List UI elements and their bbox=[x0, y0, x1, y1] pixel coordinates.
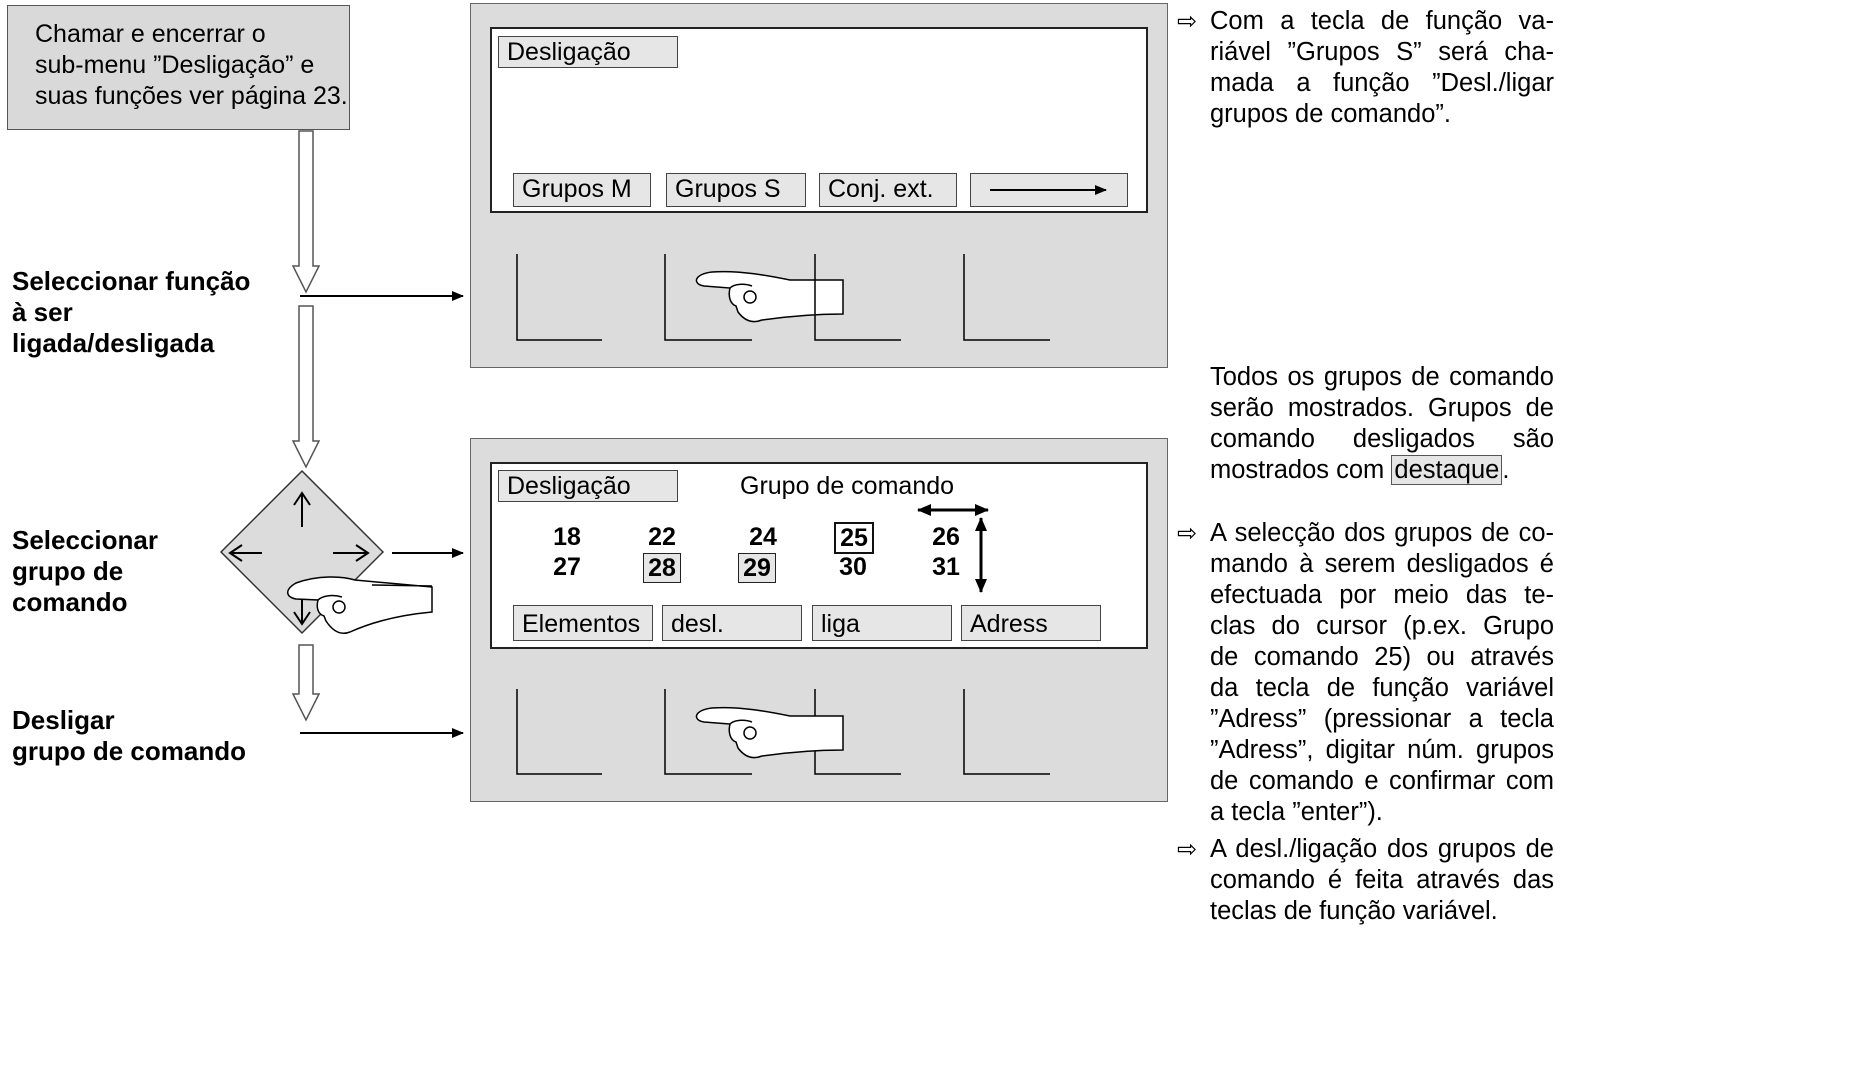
note2-suffix: . bbox=[1502, 456, 1510, 484]
note-all-groups: Todos os grupos de comando serão mostrad… bbox=[1210, 362, 1554, 486]
softkey-adress[interactable]: Adress bbox=[961, 605, 1101, 641]
note3-line-9: de comando e confirmar com bbox=[1210, 767, 1554, 795]
highlight-example: destaque bbox=[1391, 455, 1503, 485]
group-18[interactable]: 18 bbox=[553, 523, 581, 551]
note4-line-1: A desl./ligação dos grupos de bbox=[1210, 835, 1554, 863]
note2-line-4: mostrados com destaque. bbox=[1210, 455, 1554, 486]
note1-line-3: mada a função ”Desl./ligar bbox=[1210, 69, 1554, 97]
panel1-title-tab: Desligação bbox=[498, 36, 678, 68]
note1-line-4: grupos de comando”. bbox=[1210, 100, 1451, 128]
softkey-conj-ext[interactable]: Conj. ext. bbox=[819, 173, 957, 207]
note3-line-8: ”Adress”, digitar núm. grupos bbox=[1210, 736, 1554, 764]
note3-line-2: mando à serem desligados é bbox=[1210, 550, 1554, 578]
group-27[interactable]: 27 bbox=[553, 553, 581, 581]
note3-line-10: a tecla ”enter”). bbox=[1210, 798, 1383, 826]
note-select-groups: ⇨ A selecção dos grupos de co- mando à s… bbox=[1177, 518, 1554, 828]
note3-line-1: A selecção dos grupos de co- bbox=[1210, 519, 1554, 547]
step-select-function-line-3: ligada/desligada bbox=[12, 328, 215, 358]
note3-line-3: efectuada por meio das te- bbox=[1210, 581, 1554, 609]
note2-line-2: serão mostrados. Grupos de bbox=[1210, 394, 1554, 422]
group-29-highlighted[interactable]: 29 bbox=[738, 553, 776, 583]
note2-line-1: Todos os grupos de comando bbox=[1210, 363, 1554, 391]
step-select-group-line-1: Seleccionar bbox=[12, 525, 158, 555]
step-switch-off-group: Desligar grupo de comando bbox=[12, 705, 246, 767]
group-28-highlighted[interactable]: 28 bbox=[643, 553, 681, 583]
softkey-grupos-m[interactable]: Grupos M bbox=[513, 173, 651, 207]
flow-arrow-1 bbox=[291, 130, 321, 294]
flow-arrow-2 bbox=[291, 305, 321, 469]
note2-prefix: mostrados com bbox=[1210, 456, 1392, 484]
flow-arrow-3 bbox=[291, 644, 321, 722]
softkey-desl[interactable]: desl. bbox=[662, 605, 802, 641]
panel2-heading: Grupo de comando bbox=[740, 472, 955, 500]
note-switch-off: ⇨ A desl./ligação dos grupos de comando … bbox=[1177, 834, 1554, 927]
softkey-elementos[interactable]: Elementos bbox=[513, 605, 653, 641]
note4-line-2: comando é feita através das bbox=[1210, 866, 1554, 894]
right-arrow-icon: ⇨ bbox=[1177, 8, 1198, 35]
note4-line-3: teclas de função variável. bbox=[1210, 897, 1498, 925]
group-25-cursor[interactable]: 25 bbox=[834, 522, 874, 554]
note2-line-3: comando desligados são bbox=[1210, 425, 1554, 453]
step-switch-off-line-2: grupo de comando bbox=[12, 736, 246, 766]
cursor-direction-arrows bbox=[917, 504, 989, 593]
note-function-key: ⇨ Com a tecla de função va- riável ”Grup… bbox=[1177, 6, 1554, 130]
hand-icon-panel1 bbox=[695, 270, 844, 323]
note1-line-2: riável ”Grupos S” será cha- bbox=[1210, 38, 1554, 66]
group-24[interactable]: 24 bbox=[749, 523, 777, 551]
note3-line-5: de comando 25) ou através bbox=[1210, 643, 1554, 671]
group-31[interactable]: 31 bbox=[932, 553, 960, 581]
group-26[interactable]: 26 bbox=[932, 523, 960, 551]
right-arrow-icon: ⇨ bbox=[1177, 520, 1198, 547]
note1-line-1: Com a tecla de função va- bbox=[1210, 7, 1554, 35]
step-select-function-line-1: Seleccionar função bbox=[12, 266, 251, 296]
note3-line-4: clas do cursor (p.ex. Grupo bbox=[1210, 612, 1554, 640]
step-select-group-line-2: grupo de bbox=[12, 556, 124, 586]
step-select-group-line-3: comando bbox=[12, 587, 128, 617]
info-line-1: Chamar e encerrar o bbox=[35, 20, 266, 48]
hand-icon-diamond bbox=[287, 576, 433, 634]
step-select-group: Seleccionar grupo de comando bbox=[12, 525, 158, 618]
softkey-liga[interactable]: liga bbox=[812, 605, 952, 641]
step-select-function-line-2: à ser bbox=[12, 297, 73, 327]
panel2-title-tab: Desligação bbox=[498, 470, 678, 502]
hand-icon-panel2 bbox=[695, 706, 844, 759]
group-22[interactable]: 22 bbox=[648, 523, 676, 551]
softkey-grupos-s[interactable]: Grupos S bbox=[666, 173, 806, 207]
info-line-3: suas funções ver página 23. bbox=[35, 82, 348, 110]
step-select-function: Seleccionar função à ser ligada/desligad… bbox=[12, 266, 250, 359]
note3-line-7: ”Adress” (pressionar a tecla bbox=[1210, 705, 1554, 733]
info-line-2: sub-menu ”Desligação” e bbox=[35, 51, 315, 79]
info-box: Chamar e encerrar o sub-menu ”Desligação… bbox=[7, 5, 350, 130]
step-switch-off-line-1: Desligar bbox=[12, 705, 115, 735]
group-30[interactable]: 30 bbox=[839, 553, 867, 581]
right-arrow-icon: ⇨ bbox=[1177, 836, 1198, 863]
note3-line-6: da tecla de função variável bbox=[1210, 674, 1554, 702]
